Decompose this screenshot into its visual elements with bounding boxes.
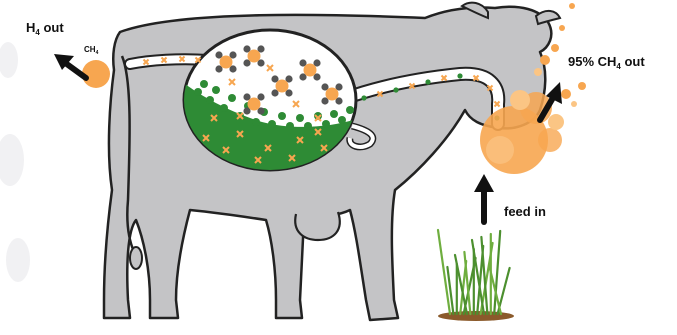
fluid-bubble bbox=[252, 118, 260, 126]
arrow-up-left-icon bbox=[54, 54, 86, 78]
tube-fluid-dot bbox=[425, 79, 430, 84]
fluid-bubble bbox=[296, 114, 304, 122]
grass-icon bbox=[438, 230, 514, 321]
fluid-bubble bbox=[338, 116, 346, 124]
fluid-bubble bbox=[200, 80, 208, 88]
ch4-small-label: CH4 bbox=[84, 45, 99, 56]
fluid-bubble bbox=[220, 104, 228, 112]
feed-in-label: feed in bbox=[504, 204, 546, 219]
methane-exhaust-puff bbox=[82, 60, 110, 88]
fluid-bubble bbox=[194, 88, 202, 96]
fluid-bubble bbox=[346, 106, 354, 114]
tube-fluid-dot bbox=[361, 95, 366, 100]
cow-ear-right bbox=[536, 11, 560, 24]
background-decoration bbox=[0, 42, 30, 282]
fluid-bubble bbox=[228, 94, 236, 102]
fluid-bubble bbox=[322, 120, 330, 128]
h4-out-label: H4 out bbox=[26, 20, 64, 37]
cow-tail-tuft bbox=[130, 247, 142, 269]
tube-fluid-dot bbox=[457, 73, 462, 78]
cow-udder bbox=[295, 212, 340, 240]
fluid-bubble bbox=[304, 122, 312, 130]
fluid-bubble bbox=[286, 122, 294, 130]
tube-fluid-dot bbox=[393, 87, 398, 92]
fluid-bubble bbox=[206, 96, 214, 104]
arrow-up-icon bbox=[474, 174, 494, 222]
fluid-bubble bbox=[268, 120, 276, 128]
fluid-bubble bbox=[330, 110, 338, 118]
fluid-bubble bbox=[278, 112, 286, 120]
methane-out-label: 95% CH4 out bbox=[568, 54, 645, 71]
fluid-bubble bbox=[212, 86, 220, 94]
